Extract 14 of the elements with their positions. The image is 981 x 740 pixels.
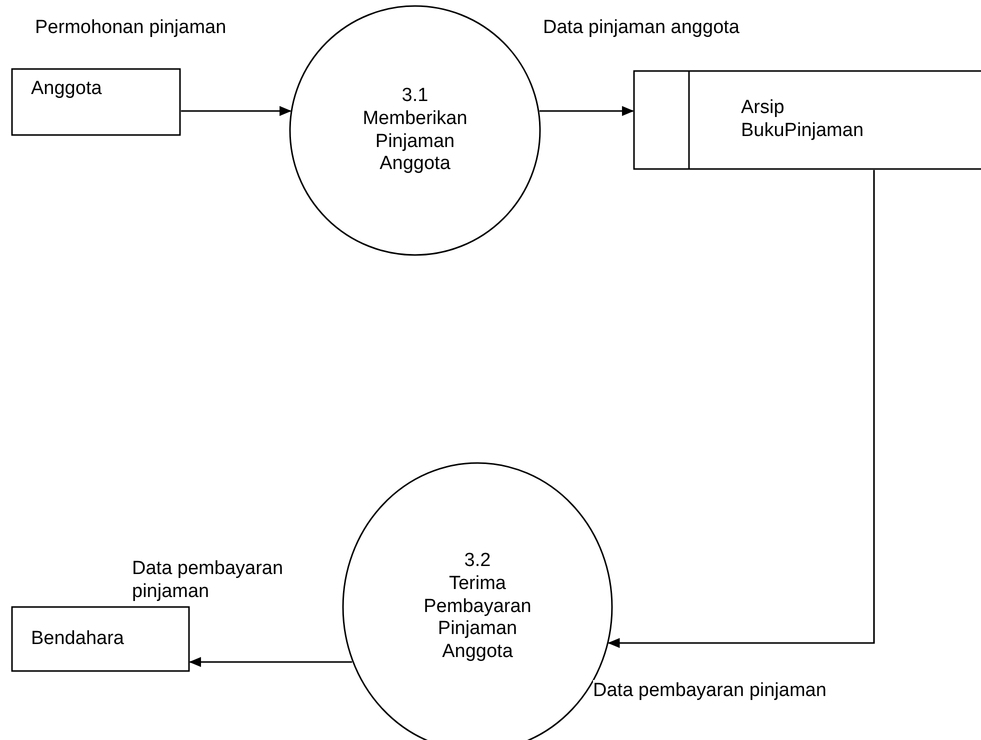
process-number: 3.2	[464, 550, 491, 573]
edge-label: Permohonan pinjaman	[35, 17, 226, 40]
edge-label: Data pembayaran pinjaman	[593, 680, 826, 703]
store-name: Arsip BukuPinjaman	[741, 97, 865, 143]
flow-arrow	[181, 106, 292, 116]
process-name: Terima Pembayaran Pinjaman Anggota	[422, 572, 532, 664]
entity-name: Anggota	[31, 78, 102, 101]
process-name: Memberikan Pinjaman Anggota	[362, 108, 468, 176]
flow-arrow	[539, 106, 634, 116]
edge-label: Data pinjaman anggota	[543, 17, 740, 40]
entity-name: Bendahara	[31, 628, 124, 650]
flow-arrow	[608, 170, 875, 648]
process-number: 3.1	[402, 84, 428, 108]
flow-arrow	[189, 657, 352, 667]
